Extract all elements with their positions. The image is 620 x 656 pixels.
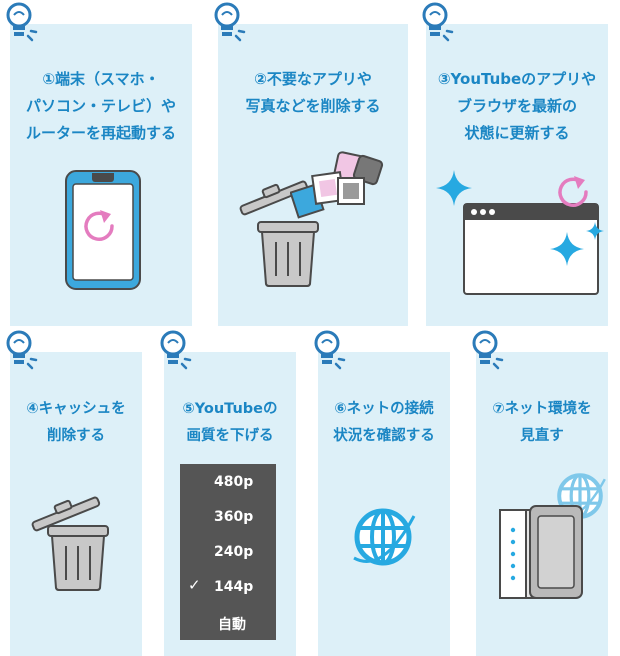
photo-icon	[290, 151, 384, 219]
card-check-connection: ⑥ネットの接続 状況を確認する	[318, 352, 450, 656]
refresh-icon	[558, 176, 588, 207]
quality-option-144p[interactable]: 144p	[214, 579, 254, 595]
lightbulb-icon	[6, 2, 38, 42]
quality-option-480p[interactable]: 480p	[214, 474, 254, 490]
lightbulb-icon	[160, 330, 192, 370]
card-title: ⑤YouTubeの 画質を下げる	[182, 401, 278, 444]
sparkle-icon	[436, 170, 472, 206]
card-review-network: ⑦ネット環境を 見直す	[476, 352, 608, 656]
card-title: ④キャッシュを 削除する	[26, 401, 126, 444]
trash-lid-icon	[31, 496, 101, 532]
card-title: ②不要なアプリや 写真などを削除する	[245, 70, 381, 115]
card-title: ①端末（スマホ・ パソコン・テレビ）や ルーターを再起動する	[25, 70, 176, 142]
lightbulb-icon	[6, 330, 38, 370]
globe-icon	[353, 508, 416, 566]
smartphone-icon	[65, 170, 141, 290]
lightbulb-icon	[472, 330, 504, 370]
lightbulb-icon	[214, 2, 246, 42]
browser-window-icon	[463, 203, 599, 295]
card-clear-cache: ④キャッシュを 削除する	[10, 352, 142, 656]
sparkle-icon	[550, 232, 584, 266]
check-icon: ✓	[188, 576, 201, 594]
card-title: ⑥ネットの接続 状況を確認する	[333, 401, 435, 444]
router-icon	[499, 505, 583, 599]
quality-option-240p[interactable]: 240p	[214, 544, 254, 560]
card-title: ⑦ネット環境を 見直す	[492, 401, 592, 444]
quality-menu: 480p 360p 240p ✓ 144p 自動	[180, 464, 276, 640]
trash-can-icon	[47, 525, 109, 591]
card-update-app: ③YouTubeのアプリや ブラウザを最新の 状態に更新する	[426, 24, 608, 326]
sparkle-icon	[586, 222, 604, 240]
lightbulb-icon	[422, 2, 454, 42]
card-restart-devices: ①端末（スマホ・ パソコン・テレビ）や ルーターを再起動する	[10, 24, 192, 326]
trash-lid-icon	[239, 180, 309, 216]
quality-option-360p[interactable]: 360p	[214, 509, 254, 525]
card-delete-unneeded: ②不要なアプリや 写真などを削除する	[218, 24, 408, 326]
lightbulb-icon	[314, 330, 346, 370]
card-title: ③YouTubeのアプリや ブラウザを最新の 状態に更新する	[437, 70, 597, 142]
refresh-icon	[84, 210, 114, 241]
quality-option-auto[interactable]: 自動	[218, 617, 246, 633]
trash-can-icon	[257, 221, 319, 287]
